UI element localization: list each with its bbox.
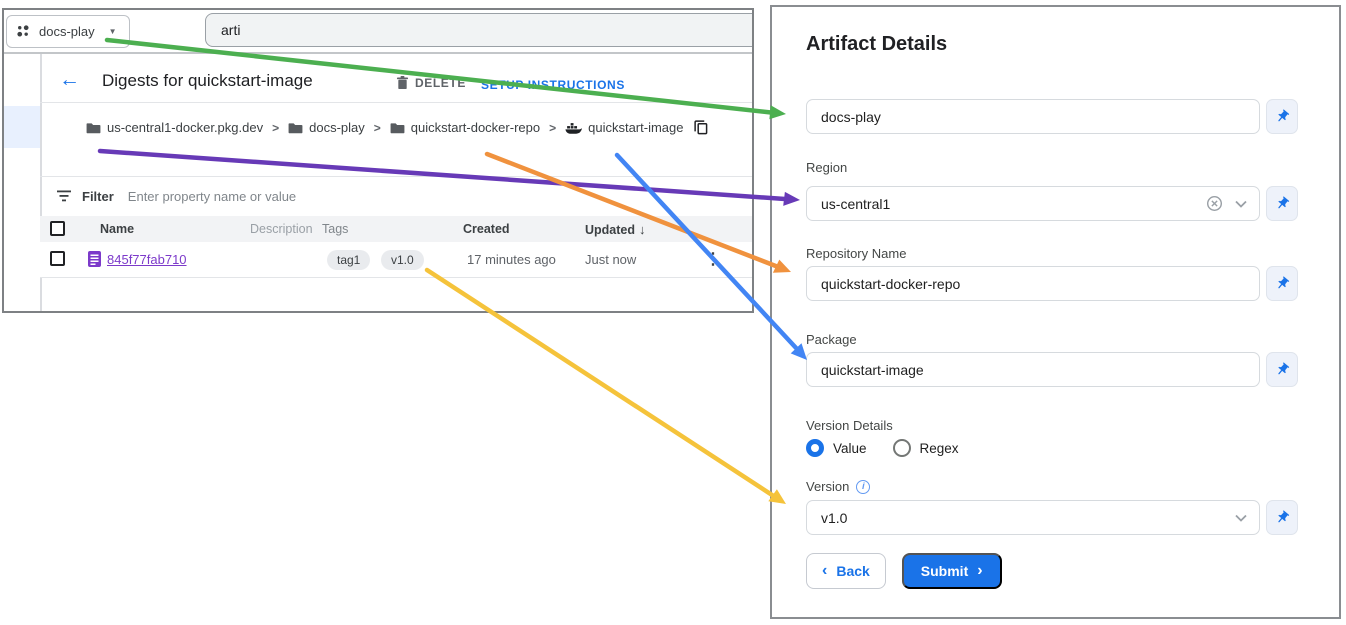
sort-descending-icon: ↓ <box>639 222 646 237</box>
pin-button[interactable] <box>1266 186 1298 221</box>
package-input[interactable]: quickstart-image <box>806 352 1260 387</box>
package-field-row: quickstart-image <box>806 352 1298 387</box>
region-input[interactable]: us-central1 <box>806 186 1260 221</box>
column-header-updated[interactable]: Updated↓ <box>585 222 646 237</box>
chevron-left-icon: ‹ <box>822 562 828 579</box>
version-field-row: v1.0 <box>806 500 1298 535</box>
pin-button[interactable] <box>1266 99 1298 134</box>
package-label: Package <box>806 332 857 347</box>
trash-icon <box>396 76 409 90</box>
repository-input[interactable]: quickstart-docker-repo <box>806 266 1260 301</box>
created-cell: 17 minutes ago <box>467 252 556 267</box>
breadcrumb-item-package[interactable]: quickstart-image <box>565 120 683 135</box>
panel-title: Artifact Details <box>806 33 948 55</box>
artifact-details-panel: Artifact Details docs-play Region us-cen… <box>770 5 1341 619</box>
repository-field-row: quickstart-docker-repo <box>806 266 1298 301</box>
version-details-label: Version Details <box>806 418 893 433</box>
filter-placeholder: Enter property name or value <box>127 188 297 204</box>
delete-button-label: DELETE <box>415 76 466 90</box>
panel-actions: ‹ Back Submit › <box>806 553 1002 589</box>
pin-button[interactable] <box>1266 500 1298 535</box>
tag-pill: v1.0 <box>381 250 424 270</box>
folder-icon <box>288 122 303 133</box>
page-title: Digests for quickstart-image <box>102 71 313 90</box>
project-selector-label: docs-play <box>39 24 95 39</box>
chevron-down-icon: ▼ <box>108 27 117 36</box>
pushpin-icon <box>1277 510 1289 523</box>
breadcrumb-item-repository[interactable]: quickstart-docker-repo <box>390 120 540 135</box>
breadcrumb-item-project[interactable]: docs-play <box>288 120 365 135</box>
copy-icon[interactable] <box>694 120 708 135</box>
column-header-tags: Tags <box>322 222 349 236</box>
pushpin-icon <box>1277 276 1289 289</box>
region-field-row: us-central1 <box>806 186 1298 221</box>
back-button[interactable]: ‹ Back <box>806 553 886 589</box>
info-icon[interactable]: i <box>856 479 871 494</box>
version-label: Version <box>806 479 850 494</box>
digest-link[interactable]: 845f77fab710 <box>107 252 187 267</box>
digest-icon <box>88 251 101 267</box>
radio-selected-icon <box>806 439 824 457</box>
breadcrumb-separator: > <box>549 120 557 135</box>
table-row: 845f77fab710 tag1 v1.0 17 minutes ago Ju… <box>40 242 752 277</box>
project-field-row: docs-play <box>806 99 1298 134</box>
select-all-checkbox[interactable] <box>50 221 65 236</box>
filter-icon <box>57 190 71 202</box>
tag-pill: tag1 <box>327 250 371 270</box>
header-divider <box>40 102 752 104</box>
chevron-down-icon[interactable] <box>1235 514 1247 522</box>
back-arrow-icon[interactable]: ← <box>59 68 80 91</box>
filter-label: Filter <box>82 188 114 204</box>
topbar-divider <box>4 52 752 54</box>
project-input[interactable]: docs-play <box>806 99 1260 134</box>
breadcrumb-separator: > <box>373 120 381 135</box>
chevron-right-icon: › <box>977 562 983 579</box>
chevron-down-icon[interactable] <box>1235 200 1247 208</box>
project-dots-icon <box>17 25 29 37</box>
pushpin-icon <box>1277 196 1289 209</box>
folder-icon <box>86 122 101 133</box>
delete-button[interactable]: DELETE <box>396 76 466 90</box>
region-label: Region <box>806 160 848 175</box>
setup-instructions-link[interactable]: SETUP INSTRUCTIONS <box>481 78 625 92</box>
row-checkbox[interactable] <box>50 251 65 266</box>
table-header: Name Description Tags Created Updated↓ <box>40 216 752 242</box>
pin-button[interactable] <box>1266 266 1298 301</box>
submit-button[interactable]: Submit › <box>901 553 1002 589</box>
radio-option-value[interactable]: Value <box>806 439 867 457</box>
breadcrumb-separator: > <box>272 120 280 135</box>
version-label-row: Version i <box>806 479 871 494</box>
row-divider <box>40 277 752 279</box>
version-details-radios: Value Regex <box>806 439 959 457</box>
column-header-created: Created <box>463 222 510 236</box>
radio-unselected-icon <box>892 439 911 457</box>
pushpin-icon <box>1277 109 1289 122</box>
docker-whale-icon <box>565 123 582 134</box>
breadcrumb-item-registry-host[interactable]: us-central1-docker.pkg.dev <box>86 120 263 135</box>
filter-bar[interactable]: Filter Enter property name or value <box>56 182 296 210</box>
radio-option-regex[interactable]: Regex <box>892 439 959 457</box>
pushpin-icon <box>1277 362 1289 375</box>
breadcrumb-divider <box>40 176 752 178</box>
column-header-name: Name <box>100 222 135 236</box>
clear-icon[interactable] <box>1206 195 1223 212</box>
pin-button[interactable] <box>1266 352 1298 387</box>
search-bar[interactable] <box>205 13 752 47</box>
folder-icon <box>390 122 405 133</box>
project-selector[interactable]: docs-play ▼ <box>6 15 130 48</box>
sidebar-divider <box>40 54 42 311</box>
repository-label: Repository Name <box>806 246 907 261</box>
version-input[interactable]: v1.0 <box>806 500 1260 535</box>
sidebar-selected-highlight[interactable] <box>4 106 40 148</box>
column-header-description: Description <box>250 222 313 236</box>
search-input[interactable] <box>206 22 724 38</box>
row-menu-kebab-icon[interactable]: ⋮ <box>705 251 721 268</box>
updated-cell: Just now <box>585 252 637 267</box>
cloud-console-screenshot: docs-play ▼ ← Digests for quickstart-ima… <box>2 8 754 313</box>
breadcrumb: us-central1-docker.pkg.dev > docs-play >… <box>86 120 708 135</box>
